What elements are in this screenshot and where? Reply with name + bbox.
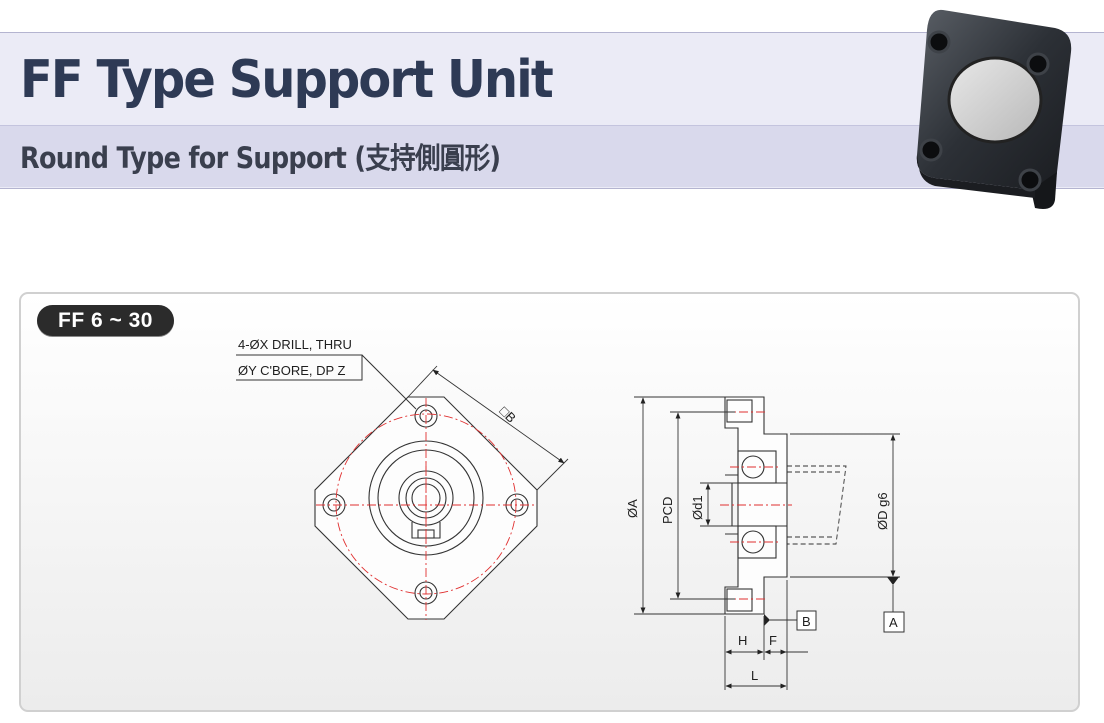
dim-F-label: F [769,633,777,648]
datum-B [764,610,817,631]
dim-H-label: H [738,633,747,648]
drill-callout-leader [236,354,417,410]
square-dim-label: □B [497,403,519,425]
datum-A [883,577,905,633]
dim-A-label: ØA [625,499,640,518]
datum-B-label: B [802,614,811,629]
product-photo [916,9,1072,209]
shaft-hidden [787,465,847,545]
mounting-holes [919,30,1050,192]
square-dimension [407,365,569,491]
page-subtitle: Round Type for Support (支持側圓形) [20,141,501,175]
datum-A-label: A [889,615,898,630]
size-range-badge: FF 6 ~ 30 [37,305,174,336]
vertical-dimensions [634,396,900,615]
dim-D-label: ØD g6 [875,492,890,530]
drill-callout-text: 4-ØX DRILL, THRU [238,337,352,352]
housing-outline [724,396,788,615]
page-title: FF Type Support Unit [20,50,554,110]
horizontal-dimensions [724,580,808,690]
dim-d1-label: Ød1 [690,495,705,520]
dim-L-label: L [751,668,758,683]
bore-hole [949,58,1041,142]
cbore-callout-text: ØY C'BORE, DP Z [238,363,346,378]
side-view [724,396,788,615]
drawing-panel [19,292,1080,712]
dim-PCD-label: PCD [660,497,675,524]
centerlines [316,398,537,620]
